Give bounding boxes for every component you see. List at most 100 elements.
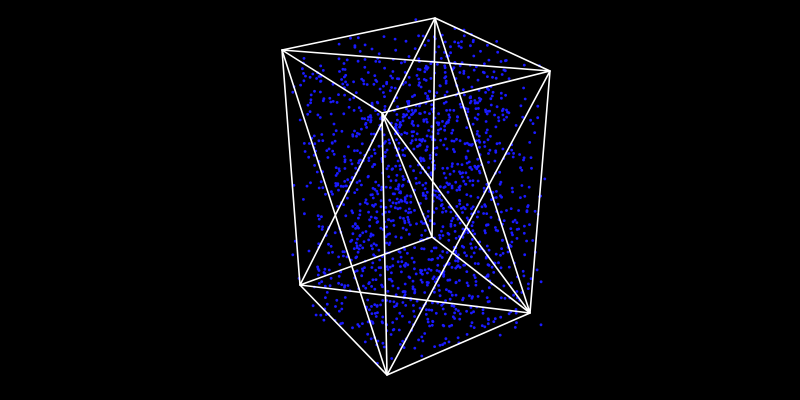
data-point xyxy=(345,58,349,62)
data-point xyxy=(379,273,382,277)
data-point xyxy=(469,44,472,48)
data-point xyxy=(406,215,410,219)
data-point xyxy=(304,74,307,78)
data-point xyxy=(407,275,411,279)
data-point xyxy=(472,310,475,314)
data-point xyxy=(329,100,333,104)
data-point xyxy=(365,126,368,129)
data-point xyxy=(474,280,478,283)
data-point xyxy=(484,108,487,112)
data-point xyxy=(526,204,530,207)
data-point xyxy=(525,209,529,213)
data-point xyxy=(414,18,418,21)
data-point xyxy=(327,251,331,255)
data-point xyxy=(489,103,493,107)
data-point xyxy=(420,335,424,339)
data-point xyxy=(443,40,447,44)
data-point xyxy=(353,129,356,133)
data-point xyxy=(458,221,462,225)
data-point xyxy=(369,337,373,341)
data-point xyxy=(407,218,410,222)
data-point xyxy=(398,206,402,210)
data-point xyxy=(383,95,386,98)
data-point xyxy=(500,210,503,214)
data-point xyxy=(436,256,440,260)
data-point xyxy=(359,109,363,113)
data-point xyxy=(407,76,411,79)
data-point xyxy=(365,83,369,86)
data-point xyxy=(302,198,305,201)
data-point xyxy=(413,209,416,212)
data-point xyxy=(513,218,517,222)
data-point xyxy=(520,168,524,172)
data-point xyxy=(511,190,514,194)
data-point xyxy=(387,175,391,179)
data-point xyxy=(450,139,454,143)
data-point xyxy=(404,146,407,150)
data-point xyxy=(395,96,399,100)
data-point xyxy=(418,104,421,108)
data-point xyxy=(439,204,443,208)
data-point xyxy=(458,139,462,143)
data-point xyxy=(353,222,357,226)
data-point xyxy=(471,40,475,44)
data-point xyxy=(422,78,426,81)
data-point xyxy=(407,232,411,236)
data-point xyxy=(423,187,427,191)
data-point xyxy=(346,284,350,287)
data-point xyxy=(471,179,475,183)
data-point xyxy=(422,247,426,251)
data-point xyxy=(474,107,478,110)
data-point xyxy=(328,96,332,100)
data-point xyxy=(441,225,445,229)
data-point xyxy=(450,293,454,297)
data-point xyxy=(317,242,321,246)
data-point xyxy=(529,118,532,122)
data-point xyxy=(419,202,422,205)
data-point xyxy=(506,110,509,114)
data-point xyxy=(474,283,478,287)
data-point xyxy=(367,159,371,163)
data-point xyxy=(531,122,535,125)
data-point xyxy=(395,123,398,127)
data-point xyxy=(413,267,416,271)
data-point xyxy=(322,318,326,322)
data-point xyxy=(438,236,442,240)
data-point xyxy=(486,138,490,142)
data-point xyxy=(417,77,421,81)
data-point xyxy=(523,97,527,101)
data-point xyxy=(423,70,427,74)
data-point xyxy=(372,132,376,136)
data-point xyxy=(496,229,500,233)
data-point xyxy=(451,128,455,132)
data-point xyxy=(501,109,504,113)
data-point xyxy=(443,71,447,74)
box-diagonal xyxy=(386,70,551,376)
data-point xyxy=(481,70,485,74)
data-point xyxy=(313,142,317,146)
data-point xyxy=(523,253,527,257)
data-point xyxy=(448,116,452,119)
data-point xyxy=(445,109,448,112)
data-point xyxy=(453,311,456,315)
data-point xyxy=(320,215,323,219)
data-point xyxy=(432,222,436,226)
data-point xyxy=(411,285,415,289)
data-point xyxy=(452,148,455,151)
data-point xyxy=(346,196,349,200)
data-point xyxy=(363,43,367,47)
data-point xyxy=(472,54,476,58)
data-point xyxy=(419,220,423,224)
data-point xyxy=(512,293,515,297)
data-point xyxy=(455,119,459,123)
data-point xyxy=(495,190,498,193)
data-point xyxy=(345,255,349,259)
data-point xyxy=(536,116,540,120)
data-point xyxy=(433,345,436,348)
data-point xyxy=(394,179,398,182)
data-point xyxy=(437,284,440,287)
data-point xyxy=(529,277,533,280)
data-point xyxy=(375,221,379,224)
